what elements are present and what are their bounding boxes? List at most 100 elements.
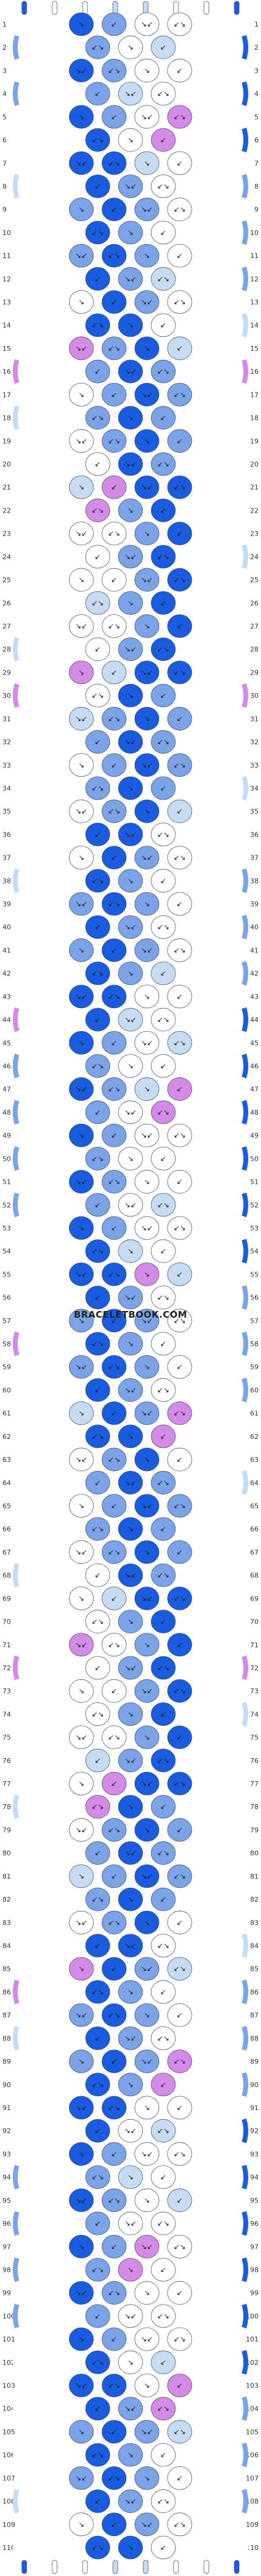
row-number-right: 34 — [250, 785, 259, 792]
row-number-left: 23 — [2, 530, 11, 538]
knot — [118, 452, 143, 476]
knot-arrow: ↘ — [78, 1594, 84, 1602]
knot — [85, 174, 110, 198]
knot — [118, 2535, 143, 2560]
edge-strand-left — [13, 81, 19, 106]
knot-arrow: ↙ — [177, 1270, 183, 1278]
knot — [134, 938, 160, 962]
knot — [85, 313, 110, 337]
knot — [69, 846, 94, 869]
row-number-left: 19 — [2, 437, 11, 445]
knot — [69, 1818, 94, 1842]
knot — [134, 1633, 160, 1657]
row-number-right: 98 — [250, 2266, 259, 2274]
knot — [69, 799, 94, 823]
knot — [69, 2142, 94, 2166]
row-number-left: 48 — [2, 1109, 11, 1117]
knot — [134, 2096, 160, 2120]
row-number-left: 12 — [2, 275, 11, 283]
edge-strand-right — [242, 683, 248, 708]
row-number-left: 74 — [2, 1710, 11, 1718]
knot-arrow: ↙ — [160, 136, 166, 144]
knot — [69, 753, 94, 777]
knot-arrow: ↙↘ — [92, 1895, 104, 1904]
row-number-right: 71 — [250, 1641, 259, 1649]
row-number-right: 97 — [250, 2243, 259, 2251]
knot-arrow: ↙↘ — [108, 2103, 120, 2112]
row-number-right: 6 — [254, 136, 259, 144]
row-number-right: 103 — [246, 2382, 259, 2390]
knot-arrow: ↘ — [78, 2520, 84, 2529]
knot — [151, 1286, 176, 1310]
knot-arrow: ↙↘ — [92, 877, 104, 885]
knot — [101, 244, 127, 268]
knot — [101, 568, 127, 592]
edge-strand-left — [13, 2442, 19, 2468]
knot-arrow: ↙↘ — [157, 2497, 169, 2506]
knot-arrow: ↘↙ — [124, 1108, 137, 1117]
knot — [134, 2374, 160, 2397]
knot — [118, 359, 143, 383]
knot-arrow: ↙ — [177, 251, 183, 260]
knot-arrow: ↙ — [177, 2196, 183, 2205]
row-number-left: 45 — [2, 1039, 11, 1047]
row-number-left: 57 — [2, 1317, 11, 1325]
row-number-left: 67 — [2, 1549, 11, 1556]
row-number-right: 77 — [250, 1780, 259, 1788]
knot-arrow: ↙↘ — [174, 1038, 186, 1047]
knot — [101, 1818, 127, 1842]
knot-arrow: ↙↘ — [174, 1131, 186, 1140]
knot-arrow: ↘ — [78, 2149, 84, 2158]
row-number-right: 78 — [250, 1803, 259, 1811]
knot — [151, 869, 176, 893]
knot-arrow: ↙↘ — [174, 2335, 186, 2343]
knot-arrow: ↙ — [160, 1895, 166, 1904]
edge-strand-left — [13, 1979, 19, 2005]
knot-arrow: ↙ — [160, 1154, 166, 1163]
knot-arrow: ↙ — [177, 437, 183, 445]
knot-arrow: ↘↙ — [141, 2242, 153, 2251]
knot — [118, 776, 143, 800]
knot-arrow: ↙↘ — [174, 2428, 186, 2436]
edge-strand-right — [242, 1841, 248, 1865]
knot-arrow: ↙ — [111, 1872, 117, 1881]
knot — [167, 2142, 192, 2166]
knot-arrow: ↙ — [160, 691, 166, 700]
knot — [69, 2050, 94, 2073]
edge-strand-left — [13, 2350, 19, 2375]
knot — [151, 545, 176, 569]
knot-arrow: ↘↙ — [141, 1965, 153, 1973]
knot — [151, 1748, 176, 1773]
knot — [85, 2304, 110, 2328]
knot-arrow: ↙↘ — [108, 1825, 120, 1834]
row-number-left: 55 — [2, 1270, 11, 1278]
knot-arrow: ↙ — [177, 1455, 183, 1464]
knot-arrow: ↙ — [177, 2011, 183, 2019]
bottom-strand — [143, 2560, 149, 2574]
knot — [69, 1586, 94, 1610]
row-number-right: 94 — [250, 2174, 259, 2182]
edge-strand-left — [13, 729, 19, 754]
knot — [151, 1193, 176, 1217]
row-number-left: 53 — [2, 1224, 11, 1232]
knot — [118, 267, 143, 291]
knot-arrow: ↙↘ — [108, 1270, 120, 1278]
knot-arrow: ↘↙ — [141, 1224, 153, 1232]
knot-arrow: ↙↘ — [92, 2265, 104, 2274]
knot-arrow: ↘ — [144, 1270, 150, 1278]
row-number-left: 70 — [2, 1618, 11, 1626]
knot — [134, 1725, 160, 1750]
row-number-right: 32 — [250, 739, 259, 746]
knot — [118, 313, 143, 337]
knot — [151, 359, 176, 383]
row-number-right: 50 — [250, 1155, 259, 1163]
knot — [134, 1401, 160, 1426]
knot-arrow: ↘ — [144, 1363, 150, 1371]
row-number-right: 38 — [250, 877, 259, 885]
knot-arrow: ↘↙ — [124, 2126, 137, 2135]
knot — [134, 336, 160, 360]
knot — [167, 198, 192, 222]
row-number-left: 59 — [2, 1363, 11, 1371]
knot-arrow: ↘↙ — [141, 2520, 153, 2529]
knot — [101, 892, 127, 916]
